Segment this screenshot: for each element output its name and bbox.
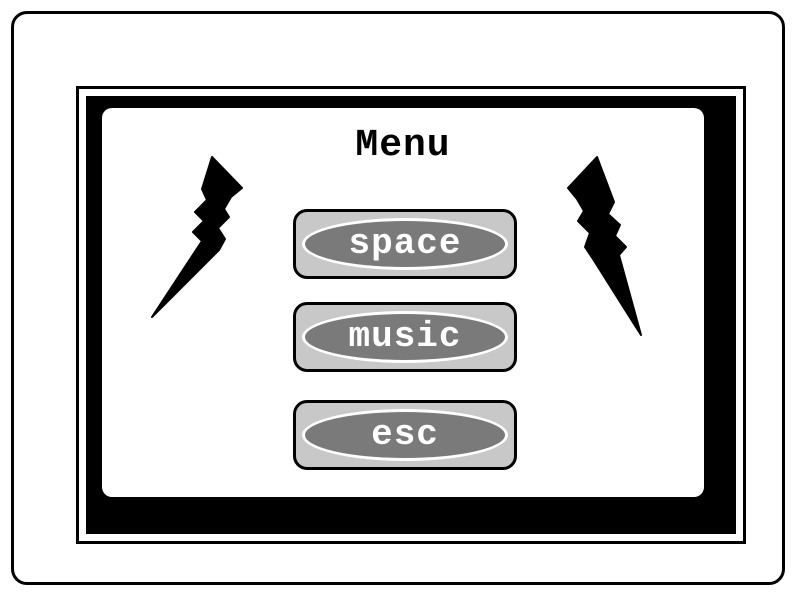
music-button-face: music bbox=[302, 311, 508, 363]
screen-bezel: Menu space music e bbox=[76, 86, 746, 544]
menu-screen: Menu space music e bbox=[102, 108, 704, 497]
device-frame: Menu space music e bbox=[11, 11, 785, 585]
space-button[interactable]: space bbox=[293, 209, 517, 279]
esc-button-face: esc bbox=[302, 409, 508, 461]
lightning-bolt-icon bbox=[151, 156, 243, 318]
esc-button[interactable]: esc bbox=[293, 400, 517, 470]
esc-button-label: esc bbox=[371, 414, 439, 455]
menu-title: Menu bbox=[355, 124, 451, 167]
music-button-label: music bbox=[348, 316, 462, 357]
music-button[interactable]: music bbox=[293, 302, 517, 372]
space-button-label: space bbox=[348, 223, 462, 264]
space-button-face: space bbox=[302, 218, 508, 270]
lightning-bolt-icon bbox=[567, 156, 642, 336]
